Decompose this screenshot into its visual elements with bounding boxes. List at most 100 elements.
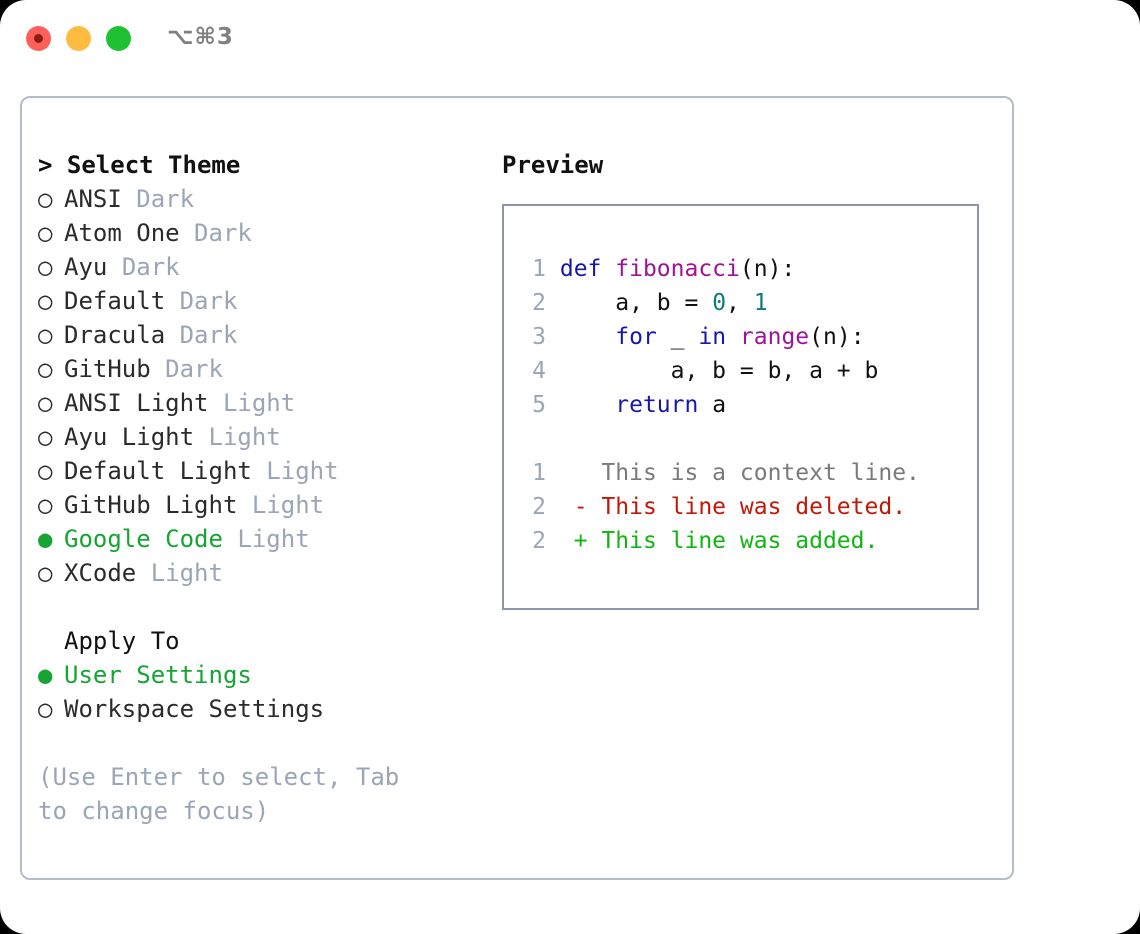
theme-list[interactable]: ○ANSI Dark○Atom One Dark○Ayu Dark○Defaul… [38,182,478,590]
spacer [223,525,237,553]
theme-variant-tag: Dark [121,253,180,281]
code-line: 2 a, b = 0, 1 [516,286,971,320]
gutter-gap [546,358,560,384]
theme-option-atom-one[interactable]: ○Atom One Dark [38,216,478,250]
code-token-kw: def [559,256,616,282]
theme-option-label: GitHub [64,355,151,383]
line-number: 4 [532,358,546,384]
window-titlebar: ⌥⌘3 [0,0,1140,76]
code-token-pl: a, b = [559,290,713,316]
radio-unselected-icon: ○ [38,321,53,349]
minimize-traffic-light-button[interactable] [66,26,91,51]
code-token-pl: (n): [739,256,796,282]
main-panel: > Select Theme ○ANSI Dark○Atom One Dark○… [20,96,1014,880]
spacer [194,423,208,451]
theme-variant-tag: Dark [179,321,238,349]
theme-option-default[interactable]: ○Default Dark [38,284,478,318]
diff-sample-lines: 1 This is a context line.2 - This line w… [516,456,971,558]
code-token-kw: in [698,324,727,350]
theme-variant-tag: Light [266,457,339,485]
theme-variant-tag: Light [208,423,281,451]
code-line: 1 def fibonacci(n): [516,252,971,286]
code-token-fn: range [739,324,810,350]
theme-variant-tag: Light [150,559,223,587]
diff-line-number: 1 [532,460,546,486]
code-token-kw: for [615,324,657,350]
diff-marker: + [573,528,588,554]
theme-option-xcode[interactable]: ○ XCode Light [38,556,478,590]
theme-option-label: Default Light [64,457,252,485]
code-token-pl: (n): [809,324,865,350]
theme-variant-tag: Light [222,389,296,417]
theme-option-label: ANSI [64,185,122,213]
theme-selector-column: > Select Theme ○ANSI Dark○Atom One Dark○… [38,148,478,828]
gutter-gap [546,392,560,418]
theme-option-label: Default [64,287,166,315]
close-traffic-light-button[interactable] [26,26,51,51]
gutter-gap [546,494,574,520]
theme-option-ansi-light[interactable]: ○ANSI Light Light [38,386,478,420]
line-number: 1 [532,256,546,282]
theme-variant-tag: Dark [136,185,195,213]
select-theme-header: > Select Theme [38,151,241,179]
line-number: 5 [532,392,546,418]
radio-unselected-icon: ○ [38,695,53,723]
diff-text: This line was added. [587,528,879,554]
diff-line-number: 2 [532,494,546,520]
diff-line: 2 + This line was added. [516,524,971,558]
theme-option-google-code[interactable]: ●Google Code Light [38,522,478,556]
radio-unselected-icon: ○ [38,287,53,315]
radio-unselected-icon: ○ [38,219,53,247]
theme-option-default-light[interactable]: ○Default Light Light [38,454,478,488]
apply-to-list[interactable]: ●User Settings ○ Workspace Settings [38,658,478,726]
theme-option-github-light[interactable]: ○GitHub Light Light [38,488,478,522]
diff-line: 1 This is a context line. [516,456,971,490]
code-line: 4 a, b = b, a + b [516,354,971,388]
code-token-num: 0 [712,290,727,316]
theme-variant-tag: Dark [194,219,252,247]
spacer [107,253,121,281]
apply-to-option-label: Workspace Settings [64,695,325,723]
code-token-num: 1 [753,290,768,316]
theme-option-ansi[interactable]: ○ ANSI Dark [38,182,478,216]
code-token-pl: _ [656,324,699,350]
keyboard-shortcut-label: ⌥⌘3 [167,24,234,50]
theme-option-label: XCode [64,559,137,587]
theme-option-dracula[interactable]: ○Dracula Dark [38,318,478,352]
diff-marker [574,460,588,486]
apply-to-option-workspace-settings[interactable]: ○ Workspace Settings [38,692,478,726]
theme-option-label: GitHub Light [64,491,238,519]
theme-variant-tag: Dark [165,355,223,383]
theme-variant-tag: Light [237,525,310,553]
diff-line: 2 - This line was deleted. [516,490,971,524]
radio-unselected-icon: ○ [38,185,53,213]
diff-text: This is a context line. [587,460,920,486]
maximize-traffic-light-button[interactable] [106,26,131,51]
theme-option-label: Ayu [64,253,108,281]
theme-option-ayu[interactable]: ○Ayu Dark [38,250,478,284]
theme-option-ayu-light[interactable]: ○Ayu Light Light [38,420,478,454]
gutter-gap [546,256,560,282]
code-line: 5 return a [516,388,971,422]
code-token-pl: , [726,290,754,316]
gutter-gap [546,460,574,486]
code-token-kw: return [615,392,699,418]
apply-to-option-user-settings[interactable]: ●User Settings [38,658,478,692]
preview-title: Preview [502,151,604,179]
gutter-gap [546,290,560,316]
code-token-pl [560,392,615,418]
apply-to-section: Apply To ●User Settings ○ Workspace Settin… [38,624,478,726]
spacer [180,219,194,247]
spacer [136,559,150,587]
radio-unselected-icon: ○ [38,423,53,451]
radio-unselected-icon: ○ [38,559,53,587]
gutter-gap [546,324,560,350]
apply-to-header: Apply To [64,627,180,655]
theme-option-github[interactable]: ○GitHub Dark [38,352,478,386]
code-token-fn: fibonacci [615,256,740,282]
spacer [122,185,136,213]
preview-column: Preview 1 def fibonacci(n):2 a, b = 0, 1… [502,148,1002,610]
